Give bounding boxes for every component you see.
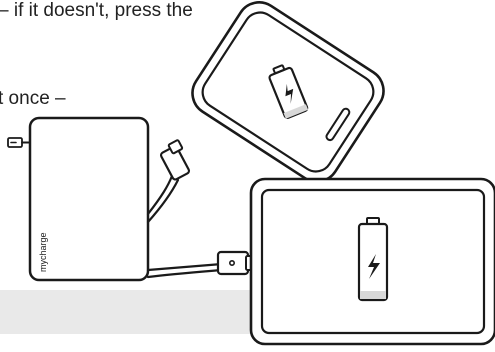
tablet-battery-icon — [359, 218, 387, 300]
mycharge-logo: mycharge — [38, 232, 48, 272]
tablet-cable — [148, 264, 222, 270]
wall-plug-icon — [8, 138, 32, 147]
phone-usb-plug — [160, 140, 190, 181]
